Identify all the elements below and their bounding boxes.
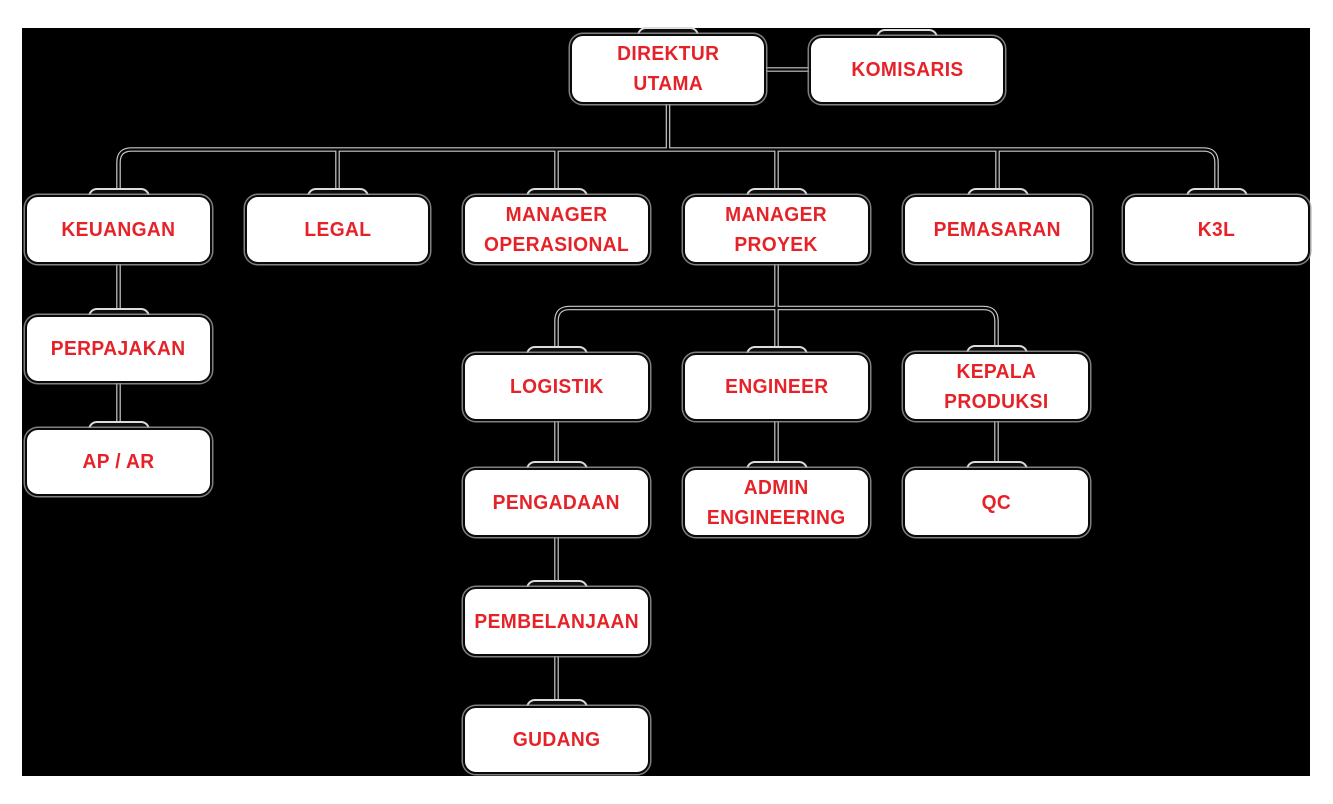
node-label: LEGAL xyxy=(304,218,371,241)
org-node-pengadaan: PENGADAAN xyxy=(463,468,650,537)
node-label: PERPAJAKAN xyxy=(51,338,186,360)
org-node-manager-proyek: MANAGER PROYEK xyxy=(683,195,870,264)
org-node-pemasaran: PEMASARAN xyxy=(903,195,1092,264)
org-node-manager-operasional: MANAGER OPERASIONAL xyxy=(463,195,650,264)
node-label: ADMIN ENGINEERING xyxy=(707,476,846,529)
org-node-komisaris: KOMISARIS xyxy=(809,36,1005,104)
org-node-direktur-utama: DIREKTUR UTAMA xyxy=(570,34,766,104)
node-label: DIREKTUR UTAMA xyxy=(616,43,720,95)
node-label: KOMISARIS xyxy=(850,59,964,81)
node-label: PEMBELANJAAN xyxy=(474,610,639,633)
org-node-gudang: GUDANG xyxy=(463,706,650,774)
node-label: GUDANG xyxy=(512,729,601,751)
node-label: PEMASARAN xyxy=(933,218,1062,241)
org-node-engineer: ENGINEER xyxy=(683,353,870,421)
node-label: QC xyxy=(981,491,1012,514)
org-node-pembelanjaan: PEMBELANJAAN xyxy=(463,587,650,656)
org-node-kepala-produksi: KEPALA PRODUKSI xyxy=(903,352,1090,421)
node-label: MANAGER OPERASIONAL xyxy=(483,203,630,256)
org-node-k3l: K3L xyxy=(1123,195,1310,264)
org-node-perpajakan: PERPAJAKAN xyxy=(25,315,212,383)
node-label: MANAGER PROYEK xyxy=(725,203,828,256)
org-node-legal: LEGAL xyxy=(245,195,430,264)
node-label: LOGISTIK xyxy=(509,376,604,398)
org-node-keuangan: KEUANGAN xyxy=(25,195,212,264)
org-node-qc: QC xyxy=(903,468,1090,537)
node-label: K3L xyxy=(1197,218,1236,241)
node-label: AP / AR xyxy=(82,451,155,473)
org-node-logistik: LOGISTIK xyxy=(463,353,650,421)
org-node-admin-engineering: ADMIN ENGINEERING xyxy=(683,468,870,537)
node-label: KEPALA PRODUKSI xyxy=(944,360,1049,413)
node-label: ENGINEER xyxy=(724,376,829,398)
node-label: PENGADAAN xyxy=(492,491,621,514)
org-node-ap-ar: AP / AR xyxy=(25,428,212,496)
chart-background-plate xyxy=(22,28,1310,776)
node-label: KEUANGAN xyxy=(61,218,176,241)
